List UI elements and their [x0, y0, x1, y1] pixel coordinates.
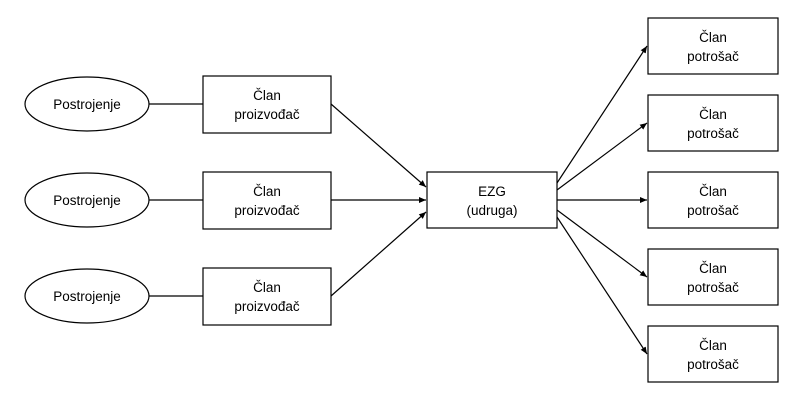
consumer-node: Član potrošač [647, 171, 779, 229]
consumer-node: Član potrošač [647, 248, 779, 306]
edge-producer-1-to-hub [330, 103, 427, 188]
producer-node: Član proizvođač [202, 267, 332, 326]
consumer-label-line1: Član [699, 338, 727, 353]
producer-box [202, 75, 332, 134]
plant-ellipse [24, 172, 150, 228]
consumer-box [647, 94, 779, 152]
consumer-label-line1: Član [699, 30, 727, 45]
consumer-box [647, 171, 779, 229]
hub-label-line2: (udruga) [466, 203, 517, 218]
edge-hub-to-consumer-1 [556, 45, 648, 184]
consumer-box [647, 248, 779, 306]
plant-node: Postrojenje [24, 268, 150, 324]
producer-label-line1: Član [253, 280, 281, 295]
consumer-label-line2: potrošač [687, 203, 739, 218]
hub-label-line1: EZG [478, 184, 506, 199]
consumer-label-line1: Član [699, 184, 727, 199]
consumer-label-line2: potrošač [687, 49, 739, 64]
consumer-label-line2: potrošač [687, 126, 739, 141]
plant-ellipse [24, 268, 150, 324]
consumer-node: Član potrošač [647, 17, 779, 75]
plant-ellipse [24, 76, 150, 132]
edge-hub-to-consumer-5 [556, 216, 648, 355]
plant-node: Postrojenje [24, 172, 150, 228]
hub-box [426, 171, 558, 229]
plant-label: Postrojenje [53, 193, 121, 208]
plant-label: Postrojenje [53, 289, 121, 304]
producer-label-line2: proizvođač [234, 107, 300, 122]
producer-node: Član proizvođač [202, 171, 332, 230]
consumer-label-line1: Član [699, 261, 727, 276]
edge-hub-to-consumer-2 [556, 122, 648, 191]
plant-node: Postrojenje [24, 76, 150, 132]
consumer-node: Član potrošač [647, 325, 779, 383]
producer-label-line1: Član [253, 184, 281, 199]
producer-box [202, 267, 332, 326]
producer-label-line2: proizvođač [234, 203, 300, 218]
consumer-label-line2: potrošač [687, 280, 739, 295]
edge-hub-to-consumer-4 [556, 209, 648, 278]
producer-box [202, 171, 332, 230]
consumer-box [647, 325, 779, 383]
producer-label-line2: proizvođač [234, 299, 300, 314]
plant-label: Postrojenje [53, 97, 121, 112]
edge-producer-3-to-hub [330, 211, 427, 297]
consumer-box [647, 17, 779, 75]
hub-node: EZG (udruga) [426, 171, 558, 229]
consumer-label-line1: Član [699, 107, 727, 122]
producer-label-line1: Član [253, 88, 281, 103]
producer-node: Član proizvođač [202, 75, 332, 134]
consumer-node: Član potrošač [647, 94, 779, 152]
consumer-label-line2: potrošač [687, 357, 739, 372]
